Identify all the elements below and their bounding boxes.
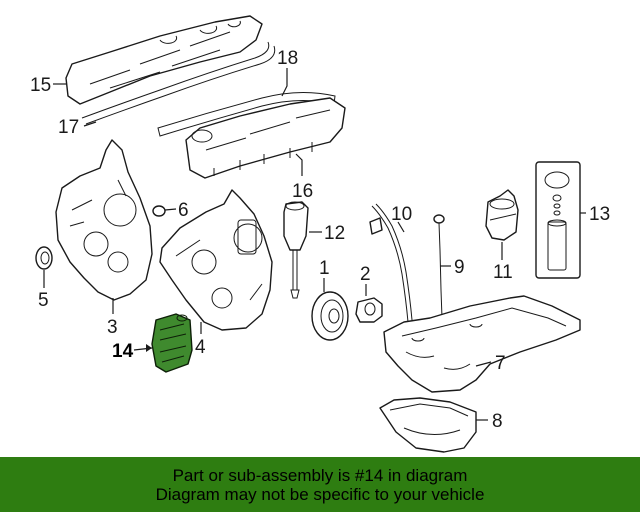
part-10-dipstick-tube xyxy=(369,203,413,323)
callout-9: 9 xyxy=(454,257,465,278)
part-9-dipstick xyxy=(433,214,445,319)
parts-diagram: 15 17 18 16 6 12 10 13 1 2 9 11 5 3 4 14… xyxy=(30,15,610,453)
part-12-filter-housing xyxy=(283,201,309,299)
part-1-pulley xyxy=(311,291,349,341)
part-14-oil-cooler xyxy=(151,313,193,373)
callout-6: 6 xyxy=(178,200,189,221)
callout-11: 11 xyxy=(493,262,513,283)
callout-1: 1 xyxy=(319,258,330,279)
callout-8: 8 xyxy=(492,411,503,432)
part-13-filter-kit xyxy=(535,161,581,279)
callout-leaders xyxy=(43,68,586,421)
part-6-plug xyxy=(152,205,166,217)
info-banner: Part or sub-assembly is #14 in diagram D… xyxy=(0,457,640,512)
part-17-gasket xyxy=(81,41,276,125)
callout-12: 12 xyxy=(324,223,345,244)
callout-13: 13 xyxy=(589,204,610,225)
part-11-filter xyxy=(485,189,519,241)
part-4-timing-cover xyxy=(159,189,273,331)
callout-10: 10 xyxy=(391,204,412,225)
callout-2: 2 xyxy=(360,264,371,285)
part-7-oil-pan xyxy=(383,295,581,393)
part-3-timing-cover xyxy=(55,139,153,301)
callout-16: 16 xyxy=(292,181,313,202)
banner-line-2: Diagram may not be specific to your vehi… xyxy=(155,484,485,504)
callout-5: 5 xyxy=(38,290,49,311)
callout-7: 7 xyxy=(495,353,506,374)
part-16-valve-cover-right xyxy=(157,91,346,179)
part-15-valve-cover xyxy=(65,15,263,105)
callout-3: 3 xyxy=(107,317,118,338)
part-8-lower-oil-pan xyxy=(379,397,477,453)
callout-4: 4 xyxy=(195,337,206,358)
callout-17: 17 xyxy=(58,117,79,138)
callout-15: 15 xyxy=(30,75,51,96)
part-2-bushing xyxy=(355,297,383,323)
callout-18: 18 xyxy=(277,48,298,69)
part-5-seal xyxy=(35,246,53,270)
banner-line-1: Part or sub-assembly is #14 in diagram xyxy=(172,465,468,485)
callout-14: 14 xyxy=(112,341,134,362)
